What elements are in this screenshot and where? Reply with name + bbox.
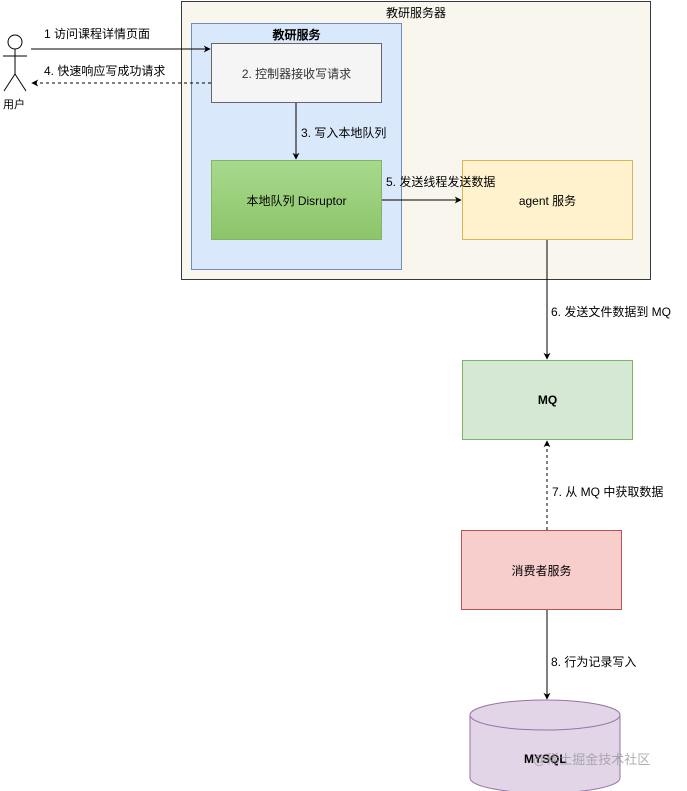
controller-label: 2. 控制器接收写请求	[241, 66, 352, 81]
mysql-label: MYSQL	[524, 752, 567, 766]
mq-box[interactable]: MQ	[462, 360, 633, 440]
edge-label-step3: 3. 写入本地队列	[301, 126, 387, 140]
watermark: @稀土掘金技术社区	[533, 752, 651, 767]
controller-box[interactable]: 2. 控制器接收写请求	[211, 43, 382, 103]
mq-label: MQ	[537, 393, 558, 407]
mysql-cylinder-icon	[469, 699, 621, 791]
local-queue-box[interactable]: 本地队列 Disruptor	[211, 160, 382, 240]
edge-label-step1: 1 访问课程详情页面	[44, 27, 151, 41]
server-title: 教研服务器	[385, 6, 446, 20]
local-queue-label: 本地队列 Disruptor	[246, 193, 347, 208]
edge-label-step8: 8. 行为记录写入	[551, 655, 637, 669]
user-label: 用户	[3, 99, 25, 111]
edge-label-step5: 5. 发送线程发送数据	[386, 175, 496, 189]
edge-label-step7: 7. 从 MQ 中获取数据	[552, 485, 664, 499]
edge-label-step4: 4. 快速响应写成功请求	[44, 64, 166, 78]
edge-label-step6: 6. 发送文件数据到 MQ	[551, 305, 672, 319]
consumer-service-box[interactable]: 消费者服务	[461, 530, 622, 610]
agent-service-box[interactable]: agent 服务	[462, 160, 633, 240]
consumer-service-label: 消费者服务	[511, 563, 572, 578]
user-actor-icon	[3, 34, 27, 92]
agent-service-label: agent 服务	[518, 193, 577, 208]
teaching-service-title: 教研服务	[272, 28, 321, 42]
